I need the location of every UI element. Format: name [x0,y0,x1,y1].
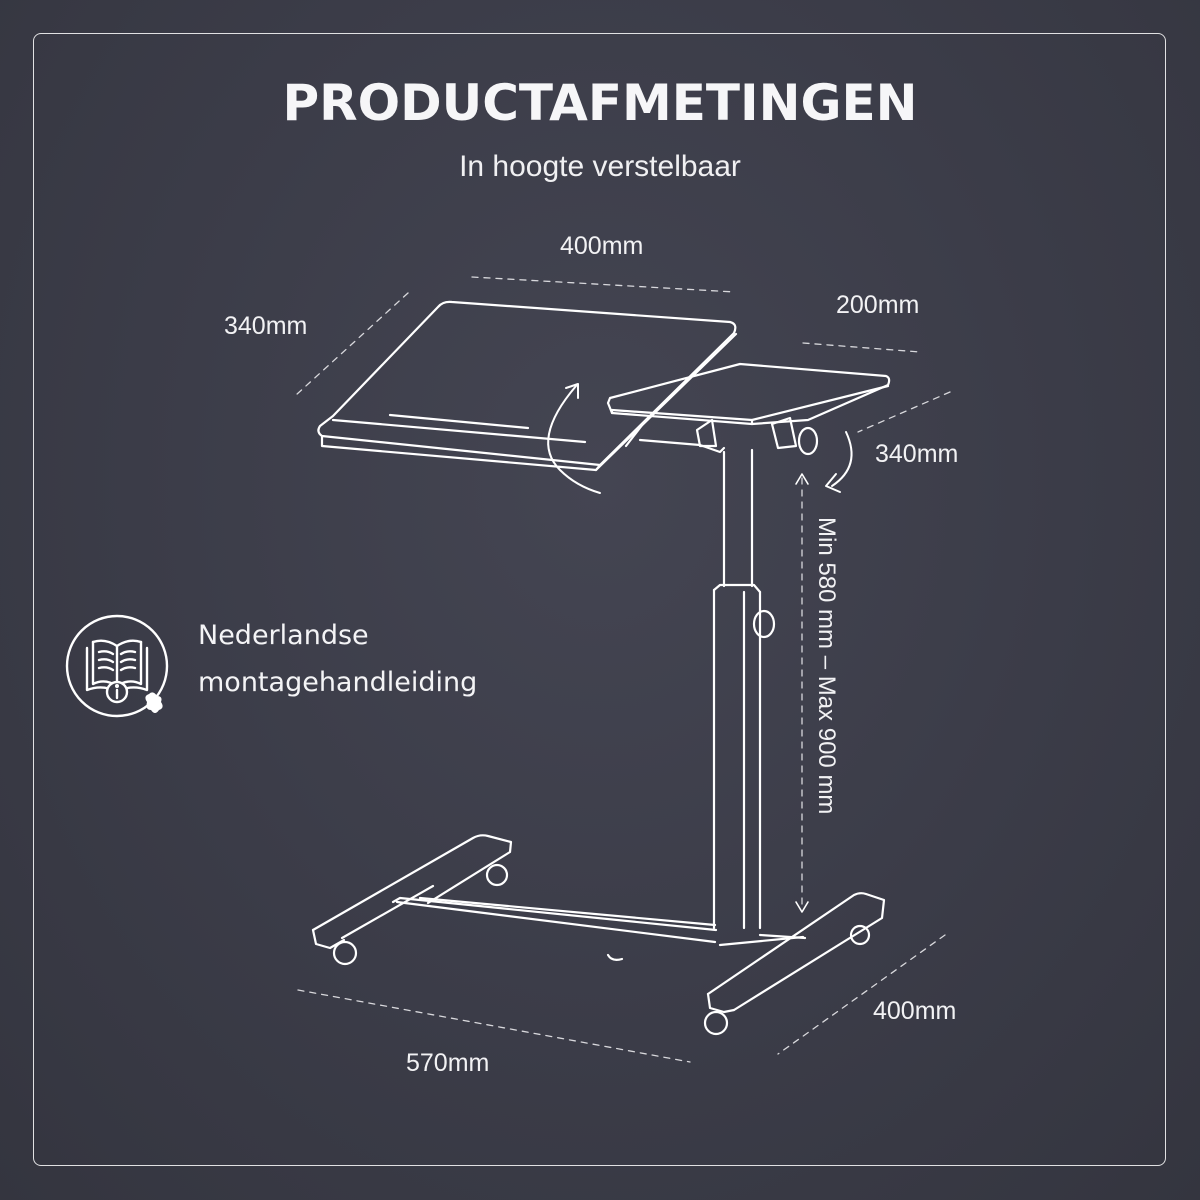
dim-side-depth: 340mm [875,440,959,468]
column [712,448,776,930]
book-info-icon [65,614,169,718]
manual-feature-text: Nederlandse montagehandleiding [198,612,477,706]
caster-wheel-icon [332,940,358,966]
dim-base-length: 570mm [406,1049,490,1077]
caster-base [311,834,886,1036]
dim-main-depth: 340mm [224,312,308,340]
content-frame [33,33,1166,1166]
main-tabletop [317,300,738,472]
manual-feature-line1: Nederlandse [198,620,369,651]
support-arm [638,438,726,454]
dim-main-width: 400mm [560,232,644,260]
dimension-lines [295,276,951,1063]
dim-base-width: 400mm [873,997,957,1025]
tilt-arrow-icon [547,383,601,494]
dim-height-range: Min 580 mm – Max 900 mm [813,517,840,815]
dim-side-width: 200mm [836,291,920,319]
page-subtitle: In hoogte verstelbaar [459,150,741,183]
height-knob-icon [752,609,776,639]
height-arrow-icon [795,473,809,913]
page-title: PRODUCTAFMETINGEN [282,74,918,132]
rotate-arrow-icon [825,431,853,493]
side-tabletop [606,362,891,456]
manual-feature-line2: montagehandleiding [198,667,478,698]
